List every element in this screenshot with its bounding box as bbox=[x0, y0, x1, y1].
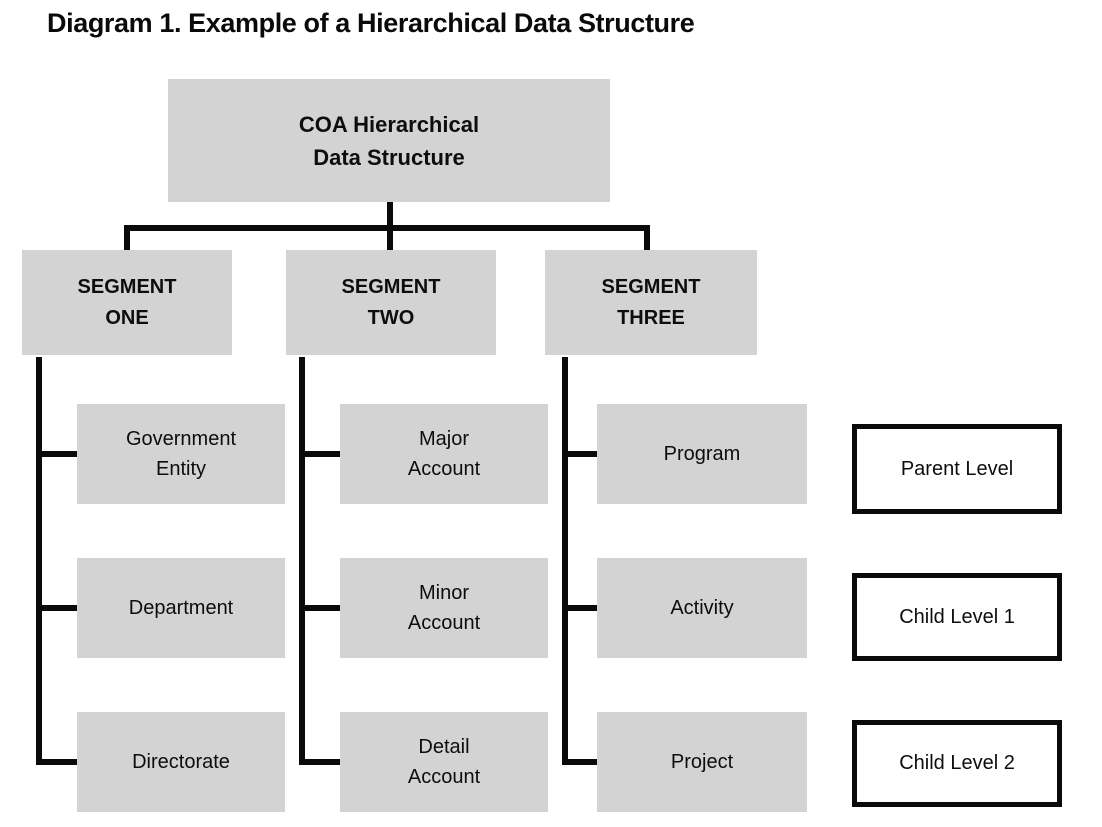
node-major-account: Major Account bbox=[340, 404, 548, 504]
trunk-segment-three bbox=[562, 357, 568, 765]
node-activity: Activity bbox=[597, 558, 807, 658]
legend-parent-level: Parent Level bbox=[852, 424, 1062, 514]
stub-department bbox=[36, 605, 77, 611]
connector-left-elbow bbox=[124, 225, 130, 251]
connector-right-elbow bbox=[644, 225, 650, 251]
stub-detail-account bbox=[299, 759, 340, 765]
node-government-entity: Government Entity bbox=[77, 404, 285, 504]
node-minor-account: Minor Account bbox=[340, 558, 548, 658]
stub-government-entity bbox=[36, 451, 77, 457]
node-department: Department bbox=[77, 558, 285, 658]
node-detail-account: Detail Account bbox=[340, 712, 548, 812]
diagram-title: Diagram 1. Example of a Hierarchical Dat… bbox=[47, 8, 695, 38]
segment-three-box: SEGMENT THREE bbox=[545, 250, 757, 355]
stub-directorate bbox=[36, 759, 77, 765]
trunk-segment-one bbox=[36, 357, 42, 765]
trunk-segment-two bbox=[299, 357, 305, 765]
node-program: Program bbox=[597, 404, 807, 504]
connector-horizontal-bar bbox=[124, 225, 650, 231]
stub-minor-account bbox=[299, 605, 340, 611]
legend-child-level-1: Child Level 1 bbox=[852, 573, 1062, 661]
coa-root-box: COA Hierarchical Data Structure bbox=[168, 79, 610, 202]
segment-one-box: SEGMENT ONE bbox=[22, 250, 232, 355]
stub-activity bbox=[562, 605, 597, 611]
stub-major-account bbox=[299, 451, 340, 457]
node-project: Project bbox=[597, 712, 807, 812]
legend-child-level-2: Child Level 2 bbox=[852, 720, 1062, 807]
stub-project bbox=[562, 759, 597, 765]
stub-program bbox=[562, 451, 597, 457]
node-directorate: Directorate bbox=[77, 712, 285, 812]
segment-two-box: SEGMENT TWO bbox=[286, 250, 496, 355]
